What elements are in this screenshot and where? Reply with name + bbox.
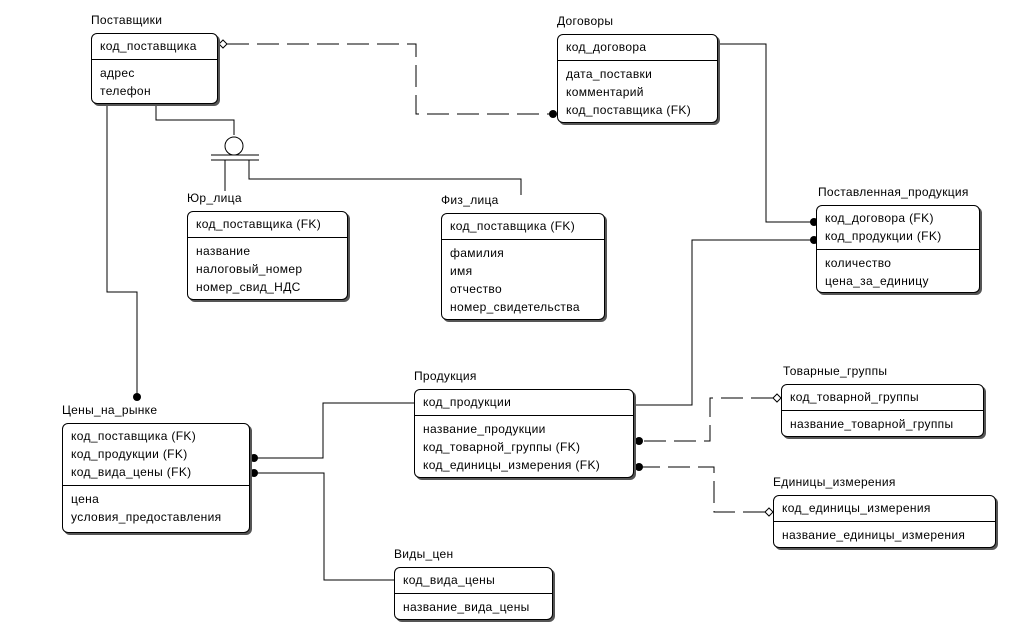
attribute-field: условия_предоставления: [71, 510, 222, 524]
entity-box[interactable]: код_единицы_измерения название_единицы_и…: [773, 495, 996, 548]
primary-keys: код_поставщика (FK) код_продукции (FK) к…: [63, 424, 249, 486]
key-field: код_товарной_группы: [790, 390, 919, 404]
primary-keys: код_продукции: [415, 390, 633, 416]
rel-vidycen-ceny: [256, 472, 394, 581]
attributes: название налоговый_номер номер_свид_НДС: [188, 238, 347, 300]
dot-produkciya-edinica: [635, 463, 643, 471]
attribute-field: название_вида_цены: [403, 600, 530, 614]
attributes: дата_поставки комментарий код_поставщика…: [558, 61, 717, 123]
category-circle: [224, 136, 244, 156]
attribute-field: название: [196, 244, 251, 258]
diamond-tovarnye: [772, 393, 782, 403]
entity-title: Поставщики: [91, 13, 163, 27]
key-field: код_продукции: [423, 395, 512, 409]
attributes: количество цена_за_единицу: [817, 250, 979, 294]
attribute-field: название_товарной_группы: [790, 417, 954, 431]
primary-keys: код_поставщика (FK): [442, 214, 604, 240]
attribute-field: комментарий: [566, 85, 644, 99]
attribute-field: адрес: [100, 66, 135, 80]
key-field: код_поставщика (FK): [196, 217, 322, 231]
primary-keys: код_вида_цены: [395, 568, 552, 594]
key-field: код_поставщика: [100, 39, 197, 53]
key-field: код_продукции (FK): [825, 229, 942, 243]
primary-keys: код_договора (FK) код_продукции (FK): [817, 206, 979, 250]
attribute-field: фамилия: [450, 246, 505, 260]
key-field: код_вида_цены (FK): [71, 465, 192, 479]
attributes: название_товарной_группы: [782, 411, 983, 437]
diamond-postavshiki: [218, 39, 228, 49]
attribute-field: дата_поставки: [566, 67, 653, 81]
entity-title: Поставленная_продукция: [818, 185, 969, 199]
attribute-field: отчество: [450, 282, 503, 296]
attributes: фамилия имя отчество номер_свидетельства: [442, 240, 604, 320]
dot-dogovory-fk: [549, 110, 557, 118]
entity-box[interactable]: код_договора (FK) код_продукции (FK) кол…: [816, 205, 980, 293]
attribute-field: название_единицы_измерения: [782, 528, 966, 542]
attributes: название_вида_цены: [395, 594, 552, 620]
dot-ceny-vidcen: [250, 469, 258, 477]
rel-edinicy-produkciya: [641, 466, 765, 513]
rel-produkciya-postavlennaya: [634, 239, 812, 406]
entity-title: Физ_лица: [441, 193, 499, 207]
attribute-field: налоговый_номер: [196, 262, 303, 276]
entity-box[interactable]: код_поставщика (FK) код_продукции (FK) к…: [62, 423, 250, 533]
attribute-field: код_товарной_группы (FK): [423, 440, 581, 454]
key-field: код_поставщика (FK): [450, 219, 576, 233]
entity-box[interactable]: код_товарной_группы название_товарной_гр…: [781, 384, 984, 437]
rel-postavshiki-dogovory: [227, 43, 551, 115]
rel-category-fiz: [248, 160, 522, 195]
primary-keys: код_поставщика: [92, 34, 217, 60]
attribute-field: номер_свидетельства: [450, 300, 580, 314]
rel-produkciya-ceny: [256, 402, 416, 459]
entity-title: Юр_лица: [187, 191, 242, 205]
key-field: код_продукции (FK): [71, 447, 188, 461]
entity-title: Виды_цен: [394, 547, 454, 561]
attribute-field: имя: [450, 264, 473, 278]
diamond-edinicy: [764, 507, 774, 517]
primary-keys: код_единицы_измерения: [774, 496, 995, 522]
entity-box[interactable]: код_договора дата_поставки комментарий к…: [557, 34, 718, 123]
primary-keys: код_договора: [558, 35, 717, 61]
entity-box[interactable]: код_поставщика (FK) название налоговый_н…: [187, 211, 348, 300]
attribute-field: цена_за_единицу: [825, 274, 929, 288]
rel-dogovory-postavlennaya: [718, 43, 812, 223]
attributes: название_продукции код_товарной_группы (…: [415, 416, 633, 478]
entity-title: Цены_на_рынке: [62, 403, 158, 417]
attributes: название_единицы_измерения: [774, 522, 995, 548]
attribute-field: код_единицы_измерения (FK): [423, 458, 601, 472]
rel-tovarnye-produkciya: [641, 397, 773, 442]
key-field: код_поставщика (FK): [71, 429, 197, 443]
key-field: код_вида_цены: [403, 573, 496, 587]
attribute-field: название_продукции: [423, 422, 546, 436]
attributes: цена условия_предоставления: [63, 486, 249, 530]
entity-title: Единицы_измерения: [773, 475, 896, 489]
primary-keys: код_товарной_группы: [782, 385, 983, 411]
entity-title: Товарные_группы: [783, 364, 888, 378]
attributes: адрес телефон: [92, 60, 217, 104]
attribute-field: код_поставщика (FK): [566, 103, 692, 117]
entity-title: Продукция: [414, 369, 477, 383]
rel-postavshiki-ceny: [106, 104, 138, 395]
primary-keys: код_поставщика (FK): [188, 212, 347, 238]
dot-ceny-produkciya: [250, 454, 258, 462]
entity-title: Договоры: [557, 14, 614, 28]
attribute-field: цена: [71, 492, 100, 506]
attribute-field: телефон: [100, 84, 151, 98]
attribute-field: количество: [825, 256, 892, 270]
attribute-field: номер_свид_НДС: [196, 280, 301, 294]
entity-box[interactable]: код_поставщика адрес телефон: [91, 33, 218, 104]
key-field: код_единицы_измерения: [782, 501, 931, 515]
rel-postavshiki-category: [155, 104, 235, 135]
dot-produkciya-gruppa: [635, 437, 643, 445]
key-field: код_договора: [566, 40, 647, 54]
entity-box[interactable]: код_продукции название_продукции код_тов…: [414, 389, 634, 478]
key-field: код_договора (FK): [825, 211, 934, 225]
entity-box[interactable]: код_вида_цены название_вида_цены: [394, 567, 553, 620]
entity-box[interactable]: код_поставщика (FK) фамилия имя отчество…: [441, 213, 605, 320]
dot-ceny-postavshik: [133, 393, 141, 401]
